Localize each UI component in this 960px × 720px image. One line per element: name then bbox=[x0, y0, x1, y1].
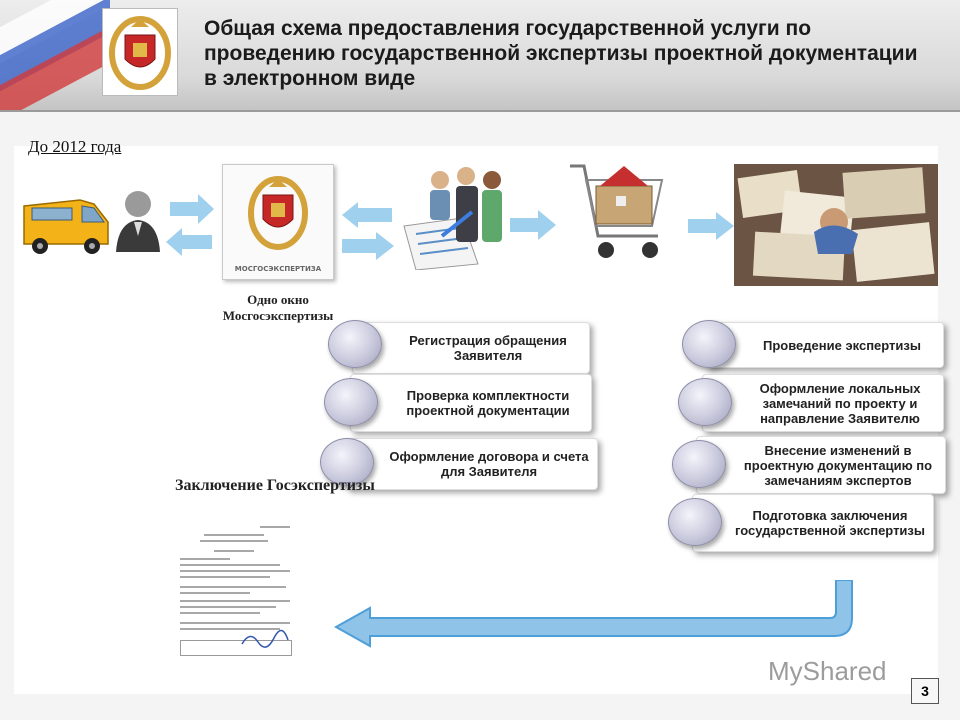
moscow-emblem-icon bbox=[102, 8, 178, 96]
window-card-caption: МОСГОСЭКСПЕРТИЗА bbox=[223, 265, 333, 273]
watermark: MyShared bbox=[768, 656, 887, 687]
right-step-1: Проведение экспертизы bbox=[706, 322, 944, 368]
right-step-3-text: Внесение изменений в проектную документа… bbox=[737, 437, 939, 493]
left-step-1-text: Регистрация обращения Заявителя bbox=[393, 323, 583, 373]
left-step-2: Проверка комплектности проектной докумен… bbox=[350, 374, 592, 432]
right-step-1-text: Проведение экспертизы bbox=[747, 323, 937, 367]
header: Общая схема предоставления государственн… bbox=[0, 0, 960, 112]
paper-pile-photo bbox=[734, 164, 938, 286]
arrow-right-icon bbox=[688, 212, 734, 240]
left-step-2-text: Проверка комплектности проектной докумен… bbox=[391, 375, 585, 431]
conclusion-title: Заключение Госэкспертизы bbox=[175, 476, 375, 495]
left-step-3-text: Оформление договора и счета для Заявител… bbox=[387, 439, 591, 489]
return-arrow-icon bbox=[330, 580, 856, 650]
right-step-4-text: Подготовка заключения государственной эк… bbox=[733, 495, 927, 551]
applicant-person-icon bbox=[114, 186, 162, 252]
right-step-2-text: Оформление локальных замечаний по проект… bbox=[743, 375, 937, 431]
conclusion-document-thumbnail bbox=[170, 520, 296, 658]
van-icon bbox=[20, 192, 112, 258]
window-label: Одно окно Мосгосэкспертизы bbox=[208, 292, 348, 324]
right-step-4: Подготовка заключения государственной эк… bbox=[692, 494, 934, 552]
left-step-1-bullet bbox=[328, 320, 382, 368]
page-number: 3 bbox=[911, 678, 939, 704]
arrow-left-icon bbox=[342, 202, 392, 228]
page-title: Общая схема предоставления государственн… bbox=[204, 16, 934, 91]
left-step-2-bullet bbox=[324, 378, 378, 426]
right-step-1-bullet bbox=[682, 320, 736, 368]
arrow-right-icon bbox=[342, 232, 394, 260]
period-label: До 2012 года bbox=[28, 137, 121, 157]
right-step-4-bullet bbox=[668, 498, 722, 546]
arrow-right-icon bbox=[170, 194, 214, 224]
russian-flag-decoration bbox=[0, 0, 110, 110]
signature-stamp-icon bbox=[240, 628, 290, 652]
right-step-2-bullet bbox=[678, 378, 732, 426]
right-step-3-bullet bbox=[672, 440, 726, 488]
shopping-cart-house-icon bbox=[566, 156, 672, 272]
arrow-left-icon bbox=[166, 228, 212, 256]
one-window-card: МОСГОСЭКСПЕРТИЗА bbox=[222, 164, 334, 280]
right-step-2: Оформление локальных замечаний по проект… bbox=[702, 374, 944, 432]
moscow-emblem-icon bbox=[243, 171, 313, 257]
arrow-right-icon bbox=[510, 210, 556, 240]
experts-with-document-icon bbox=[402, 166, 512, 270]
left-step-1: Регистрация обращения Заявителя bbox=[352, 322, 590, 374]
left-step-3: Оформление договора и счета для Заявител… bbox=[346, 438, 598, 490]
right-step-3: Внесение изменений в проектную документа… bbox=[696, 436, 946, 494]
